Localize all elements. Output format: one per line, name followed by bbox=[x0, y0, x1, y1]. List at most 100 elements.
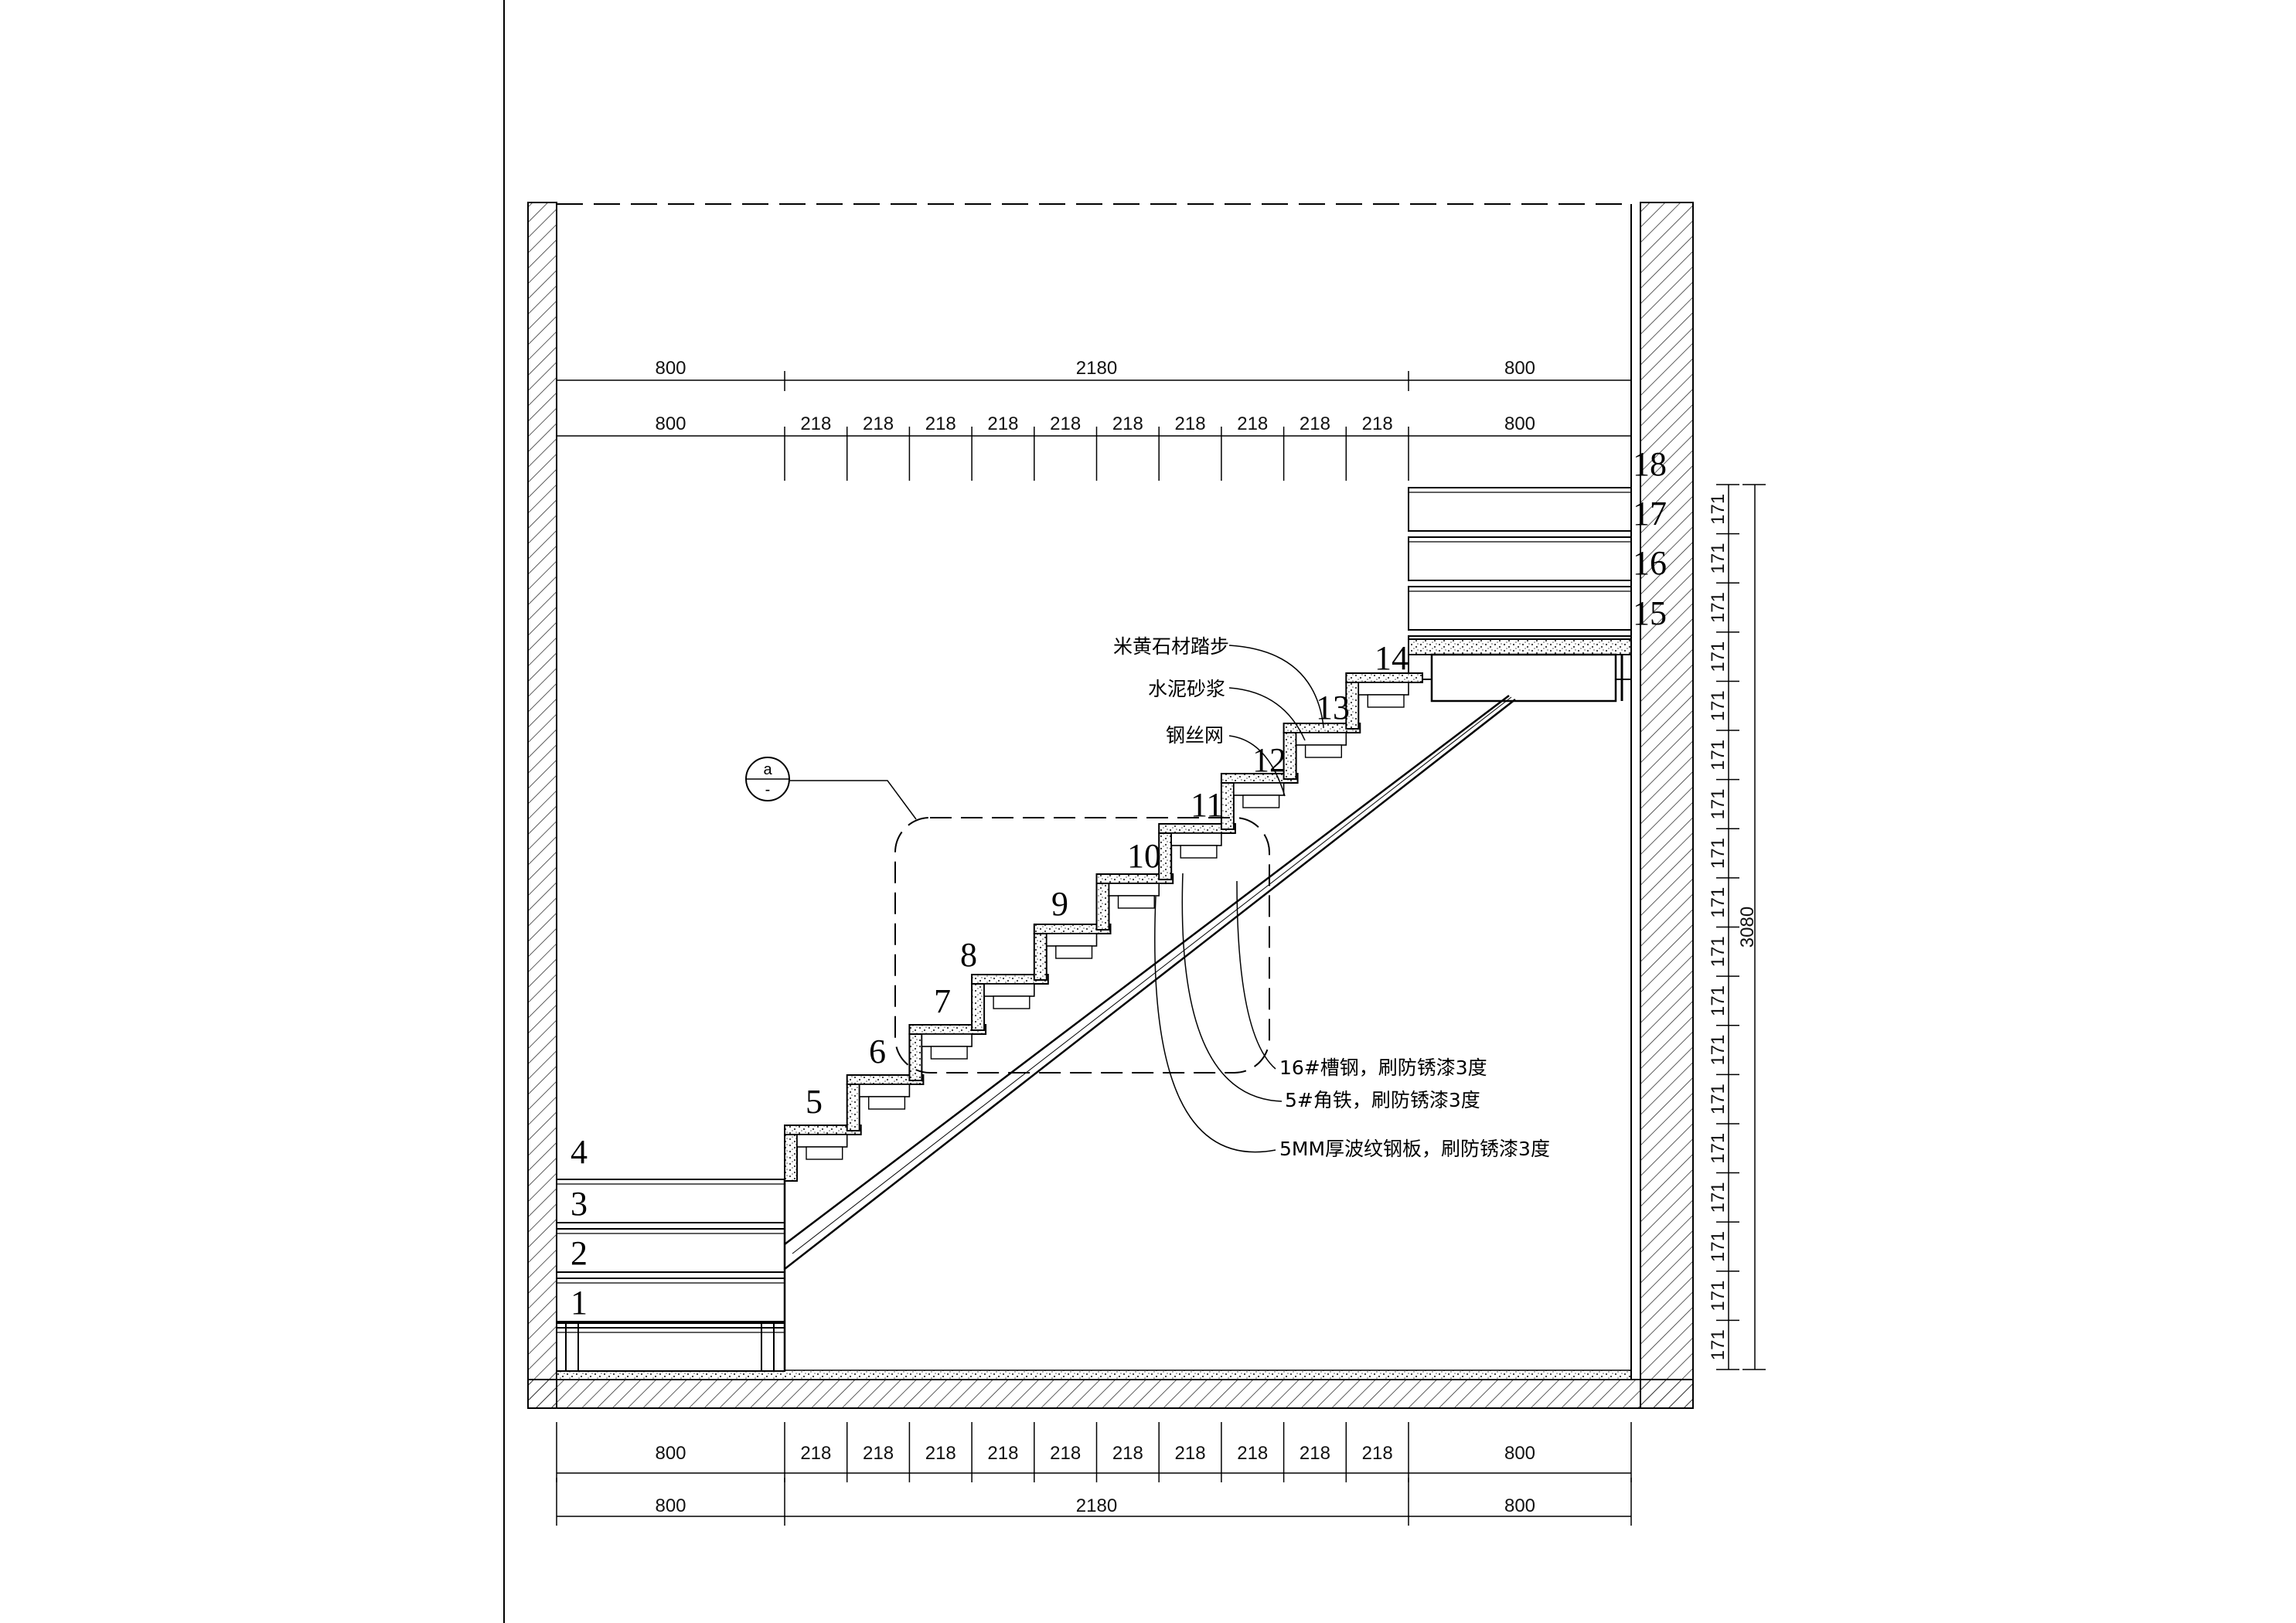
step-number-16: 16 bbox=[1633, 544, 1667, 582]
riser-dim-label-11: 171 bbox=[1708, 788, 1729, 819]
flight-riser-5 bbox=[784, 1134, 798, 1182]
flight-riser-14 bbox=[1345, 682, 1360, 730]
total-height-label: 3080 bbox=[1737, 907, 1758, 948]
top-detail-dim-label-4: 218 bbox=[987, 413, 1018, 434]
top-overall-dim-label-2: 800 bbox=[1504, 358, 1535, 379]
flight-bracket-6 bbox=[867, 1096, 906, 1110]
bottom-detail-dim-label-3: 218 bbox=[925, 1443, 956, 1464]
flight-riser-11 bbox=[1158, 832, 1173, 880]
riser-dim-label-8: 171 bbox=[1708, 936, 1729, 967]
bottom-detail-dim-label-1: 218 bbox=[800, 1443, 831, 1464]
stringer-top-line bbox=[784, 695, 1510, 1245]
bottom-detail-dim-label-4: 218 bbox=[987, 1443, 1018, 1464]
right-riser-dim: 1711711711711711711711711711711711711711… bbox=[1708, 484, 1766, 1370]
flight-angle-9 bbox=[1046, 933, 1098, 947]
riser-dim-label-17: 171 bbox=[1708, 494, 1729, 525]
stair-geometry bbox=[556, 487, 1632, 1372]
top-detail-dim-label-11: 800 bbox=[1504, 413, 1535, 434]
stringer-bottom-line bbox=[784, 699, 1516, 1270]
step-number-17: 17 bbox=[1633, 495, 1667, 532]
flight-angle-8 bbox=[983, 983, 1035, 997]
flight-riser-8 bbox=[971, 983, 986, 1031]
flight-bracket-14 bbox=[1367, 694, 1405, 708]
bottom-detail-dim-label-6: 218 bbox=[1112, 1443, 1143, 1464]
step-number-4: 4 bbox=[571, 1133, 588, 1171]
detail-callout: a - bbox=[745, 757, 1270, 1073]
bottom-detail-dim-label-9: 218 bbox=[1300, 1443, 1330, 1464]
upper-landing-step-17 bbox=[1408, 536, 1632, 581]
top-detail-dim-label-7: 218 bbox=[1175, 413, 1206, 434]
dimension-lines: 800 2180 800 800 218 218 218 218 218 218 218 218 218… bbox=[556, 358, 1766, 1526]
note-angle-iron: 5#角铁，刷防锈漆3度 bbox=[1285, 1089, 1480, 1111]
riser-dim-label-4: 171 bbox=[1708, 1133, 1729, 1164]
top-detail-dim-label-1: 218 bbox=[800, 413, 831, 434]
step-number-10: 10 bbox=[1127, 837, 1161, 875]
flight-angle-14 bbox=[1358, 682, 1409, 696]
upper-landing-beam bbox=[1430, 653, 1617, 703]
bottom-overall-dim-label-0: 800 bbox=[655, 1495, 686, 1516]
material-notes bbox=[1154, 645, 1324, 1153]
flight-angle-6 bbox=[858, 1084, 911, 1097]
top-detail-dim-label-10: 218 bbox=[1362, 413, 1393, 434]
bottom-detail-dim-label-0: 800 bbox=[655, 1443, 686, 1464]
note-checker-plate: 5MM厚波纹钢板，刷防锈漆3度 bbox=[1279, 1138, 1550, 1160]
step-number-12: 12 bbox=[1252, 741, 1286, 779]
bottom-overall-dim-label-1: 2180 bbox=[1076, 1495, 1117, 1516]
note-channel-steel: 16#槽钢，刷防锈漆3度 bbox=[1279, 1056, 1487, 1079]
bottom-detail-dim-label-7: 218 bbox=[1175, 1443, 1206, 1464]
detail-callout-sheet: - bbox=[765, 781, 771, 798]
bottom-detail-dim-label-10: 218 bbox=[1362, 1443, 1393, 1464]
top-detail-dim-label-9: 218 bbox=[1300, 413, 1330, 434]
step-number-5: 5 bbox=[806, 1083, 823, 1121]
flight-bracket-5 bbox=[806, 1146, 843, 1160]
top-overall-dim-label-1: 2180 bbox=[1076, 358, 1117, 379]
flight-angle-12 bbox=[1233, 782, 1285, 796]
step-number-8: 8 bbox=[960, 936, 977, 974]
note-stone-tread: 米黄石材踏步 bbox=[1113, 635, 1229, 658]
lower-landing-step-2 bbox=[556, 1278, 785, 1322]
riser-dim-label-3: 171 bbox=[1708, 1182, 1729, 1213]
bottom-detail-dim-label-11: 800 bbox=[1504, 1443, 1535, 1464]
detail-callout-id: a bbox=[763, 761, 772, 778]
bottom-detail-dim-label-5: 218 bbox=[1050, 1443, 1081, 1464]
step-number-7: 7 bbox=[934, 982, 951, 1020]
leader-wire-mesh bbox=[1228, 735, 1286, 797]
riser-dim-label-1: 171 bbox=[1708, 1281, 1729, 1312]
top-detail-dim-label-3: 218 bbox=[925, 413, 956, 434]
right-wall bbox=[1640, 202, 1694, 1409]
flight-bracket-13 bbox=[1304, 744, 1342, 758]
leader-checker-plate bbox=[1154, 896, 1276, 1153]
riser-dim-label-2: 171 bbox=[1708, 1231, 1729, 1262]
flight-angle-7 bbox=[921, 1033, 973, 1047]
top-overall-dim-label-0: 800 bbox=[655, 358, 686, 379]
flight-riser-6 bbox=[846, 1084, 860, 1131]
top-detail-dim-label-8: 218 bbox=[1237, 413, 1268, 434]
stringer-inner-line bbox=[792, 696, 1512, 1254]
top-detail-dim-label-6: 218 bbox=[1112, 413, 1143, 434]
step-number-18: 18 bbox=[1633, 445, 1667, 483]
detail-callout-boundary bbox=[894, 817, 1270, 1073]
riser-dim-label-12: 171 bbox=[1708, 740, 1729, 771]
flight-bracket-9 bbox=[1055, 945, 1093, 959]
flight-bracket-12 bbox=[1242, 794, 1280, 808]
top-detail-dim-label-0: 800 bbox=[655, 413, 686, 434]
floor-slab bbox=[527, 1379, 1694, 1409]
flight-angle-5 bbox=[796, 1134, 848, 1148]
riser-dim-label-10: 171 bbox=[1708, 838, 1729, 869]
flight-riser-9 bbox=[1033, 933, 1048, 981]
lower-landing-step-3 bbox=[556, 1228, 785, 1273]
flight-bracket-10 bbox=[1117, 895, 1155, 909]
top-detail-dim-label-2: 218 bbox=[863, 413, 894, 434]
step-number-15: 15 bbox=[1633, 594, 1667, 632]
bottom-detail-dim-label-8: 218 bbox=[1237, 1443, 1268, 1464]
note-cement-mortar: 水泥砂浆 bbox=[1148, 678, 1225, 700]
riser-dim-label-0: 171 bbox=[1708, 1329, 1729, 1360]
flight-angle-10 bbox=[1108, 883, 1160, 897]
lower-landing-step-1 bbox=[556, 1327, 785, 1372]
bottom-detail-dim-label-2: 218 bbox=[863, 1443, 894, 1464]
step-number-9: 9 bbox=[1051, 885, 1068, 923]
bottom-detail-dim: 800 218 218 218 218 218 218 218 218 218 218 800 bbox=[556, 1422, 1632, 1482]
upper-landing-mortar bbox=[1408, 638, 1632, 655]
